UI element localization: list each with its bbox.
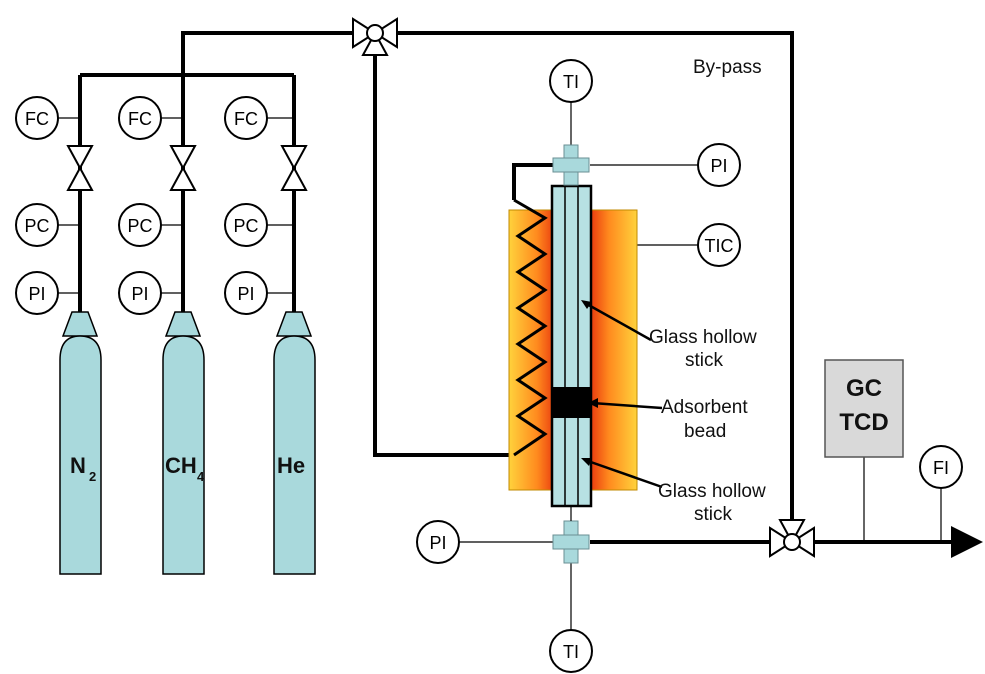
tcd-label: TCD — [839, 409, 888, 436]
pc-instrument-n2: PC — [15, 203, 59, 247]
svg-text:PI: PI — [131, 284, 148, 304]
gas-cylinder-he: He — [273, 311, 316, 575]
gc-tcd-analyzer: GC TCD — [824, 359, 904, 458]
cylinder-subscript-ch4: 4 — [197, 469, 205, 484]
pi-instrument-he: PI — [224, 271, 268, 315]
cylinder-label-he: He — [277, 453, 305, 478]
glass-hollow-stick-bottom-label-line1: Glass hollow — [658, 481, 766, 502]
svg-text:PC: PC — [127, 216, 152, 236]
pi-instrument-reactor-bottom: PI — [416, 520, 460, 564]
cross-fitting-top — [552, 144, 590, 186]
adsorbent-label-line2: bead — [684, 421, 726, 442]
three-way-valve-bottom[interactable] — [769, 519, 815, 558]
fc-instrument-n2: FC — [15, 96, 59, 140]
needle-valve-n2[interactable] — [66, 145, 94, 191]
pc-instrument-he: PC — [224, 203, 268, 247]
glass-column — [550, 184, 593, 508]
svg-text:FC: FC — [234, 109, 258, 129]
ti-instrument-bottom: TI — [549, 629, 593, 673]
svg-text:PI: PI — [237, 284, 254, 304]
bypass-label: By-pass — [693, 57, 762, 78]
needle-valve-ch4[interactable] — [169, 145, 197, 191]
three-way-valve-top[interactable] — [352, 17, 398, 56]
fi-instrument: FI — [919, 445, 963, 489]
needle-valve-he[interactable] — [280, 145, 308, 191]
svg-text:TIC: TIC — [705, 236, 734, 256]
signal-lines — [58, 101, 942, 630]
svg-text:PC: PC — [233, 216, 258, 236]
cross-fitting-bottom — [552, 520, 590, 564]
fc-instrument-ch4: FC — [118, 96, 162, 140]
preheat-coil — [513, 198, 548, 457]
annotation-pointers — [581, 300, 663, 489]
svg-text:PI: PI — [429, 533, 446, 553]
svg-text:PC: PC — [24, 216, 49, 236]
pi-instrument-reactor-top: PI — [697, 143, 741, 187]
adsorbent-bead — [553, 387, 590, 418]
cylinder-subscript-n2: 2 — [89, 469, 96, 484]
pc-instrument-ch4: PC — [118, 203, 162, 247]
cylinder-label-n2: N — [70, 453, 86, 478]
adsorbent-label-line1: Adsorbent — [661, 397, 748, 418]
pi-instrument-n2: PI — [15, 271, 59, 315]
ti-instrument-top: TI — [549, 59, 593, 103]
svg-text:FC: FC — [25, 109, 49, 129]
cylinder-label-ch4: CH — [165, 453, 197, 478]
svg-text:PI: PI — [28, 284, 45, 304]
gc-label: GC — [846, 375, 882, 402]
gas-cylinder-n2: N 2 — [59, 311, 102, 575]
tic-instrument: TIC — [697, 223, 741, 267]
svg-text:FI: FI — [933, 458, 949, 478]
svg-text:FC: FC — [128, 109, 152, 129]
fc-instrument-he: FC — [224, 96, 268, 140]
svg-text:TI: TI — [563, 642, 579, 662]
glass-hollow-stick-top-label-line1: Glass hollow — [649, 327, 757, 348]
svg-text:TI: TI — [563, 72, 579, 92]
gas-cylinder-ch4: CH 4 — [162, 311, 205, 575]
glass-hollow-stick-bottom-label-line2: stick — [694, 504, 733, 525]
svg-text:PI: PI — [710, 156, 727, 176]
pi-instrument-ch4: PI — [118, 271, 162, 315]
glass-hollow-stick-top-label-line2: stick — [685, 350, 724, 371]
